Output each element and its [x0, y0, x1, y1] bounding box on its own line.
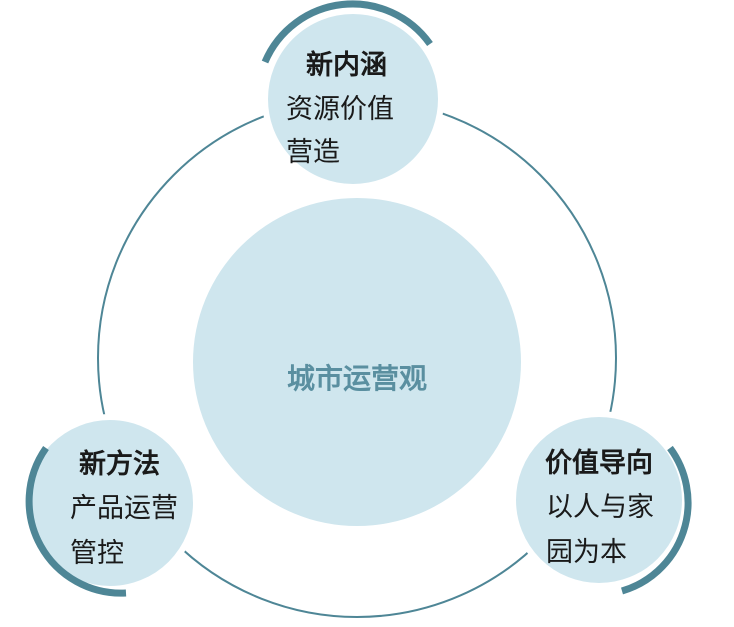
center-label: 城市运营观 [287, 362, 428, 395]
node-left-title: 新方法 [79, 449, 160, 480]
node-left-accent-arc [25, 445, 127, 597]
node-top-circle [262, 8, 444, 190]
node-top-title: 新内涵 [306, 50, 387, 81]
node-right-title: 价值导向 [545, 448, 653, 479]
node-left-line-2: 管控 [70, 538, 124, 569]
node-top-line-2: 营造 [286, 137, 340, 168]
node-left-line-1: 产品运营 [70, 493, 178, 524]
node-right-accent-arc [621, 445, 692, 595]
node-top-accent-arc [261, 0, 433, 64]
node-right-line-1: 以人与家 [546, 492, 654, 523]
node-right-line-2: 园为本 [546, 537, 627, 568]
center-circle [193, 198, 521, 526]
node-top-line-1: 资源价值 [286, 94, 394, 125]
